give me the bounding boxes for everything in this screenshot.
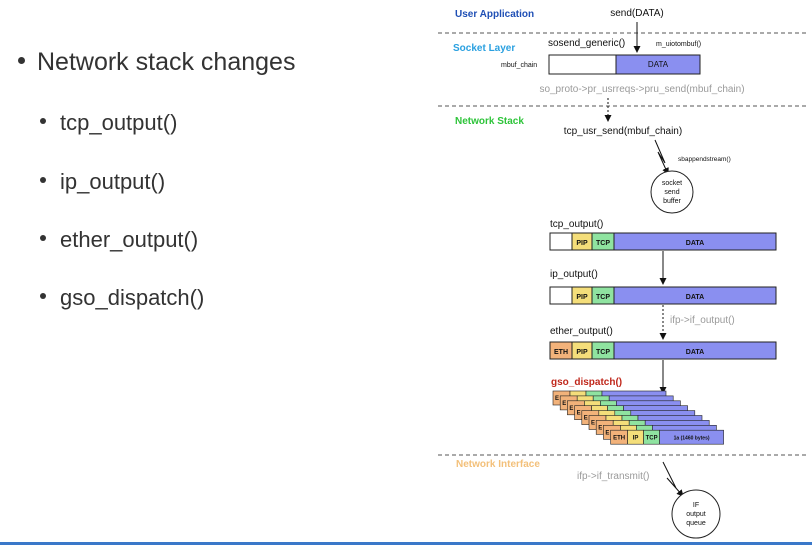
ip-output-empty <box>549 286 573 305</box>
layer-label-network-interface: Network Interface <box>456 459 540 470</box>
gso-segment-eth-label: ETH <box>613 436 625 442</box>
if-output-queue <box>671 489 721 539</box>
sock-buf-line: send <box>664 189 679 196</box>
socket-send-buffer <box>650 170 694 214</box>
bullet-list: Network stack changes tcp_output() ip_ou… <box>18 48 295 311</box>
mbuf-chain-label: mbuf_chain <box>501 62 537 69</box>
tcp-output-label: tcp_output() <box>550 219 603 230</box>
bullet-dot <box>40 118 46 125</box>
gso-segment-eth-stub: E <box>555 396 559 402</box>
bullet-main: Network stack changes <box>18 48 295 77</box>
gso-dispatch-label: gso_dispatch() <box>551 377 622 388</box>
ip-output-data-label: DATA <box>686 294 704 301</box>
bullet-sub-text: ether_output() <box>60 227 199 252</box>
ip-output-tcp-label: TCP <box>596 294 610 301</box>
sbappend-label: sbappendstream() <box>678 156 731 163</box>
tcp-usr-send-label: tcp_usr_send(mbuf_chain) <box>564 126 682 137</box>
gso-segment-ip-label: IP <box>633 436 639 442</box>
if-output-label: ifp->if_output() <box>670 315 735 326</box>
sosend-label: sosend_generic() <box>548 38 625 49</box>
ip-output-pip-label: PIP <box>576 294 588 301</box>
tcp-output-data-label: DATA <box>686 240 704 247</box>
gso-segment-eth-stub: E <box>562 401 566 407</box>
ether-output-pip-label: PIP <box>576 349 588 356</box>
if-queue-line: queue <box>686 520 706 527</box>
ether-output-data-label: DATA <box>686 349 704 356</box>
mbuf-data-label: DATA <box>648 60 669 69</box>
bullet-sub-text: ip_output() <box>60 169 166 194</box>
layer-label-user-app: User Application <box>455 9 534 20</box>
gso-segment-tcp-label: TCP <box>646 436 658 442</box>
if-transmit-label: ifp->if_transmit() <box>577 471 650 482</box>
bullet-dot <box>40 177 46 184</box>
ether-output-label: ether_output() <box>550 326 613 337</box>
mbuf-empty-box <box>548 54 617 75</box>
footer-rule <box>0 542 812 545</box>
bullet-sub-item: ip_output() <box>40 169 165 195</box>
gso-segment-payload <box>659 429 724 445</box>
mbuf-data-box <box>615 54 701 75</box>
bullet-sub-item: ether_output() <box>40 227 198 253</box>
if-queue-line: IF <box>693 502 699 509</box>
ip-output-label: ip_output() <box>550 269 598 280</box>
bullet-sub-item: tcp_output() <box>40 110 177 136</box>
bullet-dot <box>18 56 25 64</box>
ether-output-eth-label: ETH <box>554 349 568 356</box>
gso-segment-eth-stub: E <box>598 425 602 431</box>
bullet-main-text: Network stack changes <box>37 48 296 76</box>
ip-output-data <box>613 286 777 305</box>
bullet-sub-item: gso_dispatch() <box>40 285 204 311</box>
layer-label-network-stack: Network Stack <box>455 116 524 127</box>
if-transmit-zigzag-arrow <box>662 461 684 497</box>
layer-label-socket: Socket Layer <box>453 43 515 54</box>
gso-segment-eth-stub: E <box>584 416 588 422</box>
tcp-output-tcp-label: TCP <box>596 240 610 247</box>
tcp-output-pip-label: PIP <box>576 240 588 247</box>
sock-buf-line: socket <box>662 180 682 187</box>
uiotombuf-label: m_uiotombuf() <box>656 41 701 48</box>
send-call-label: send(DATA) <box>610 8 664 19</box>
if-queue-line: output <box>686 511 706 518</box>
bullet-dot <box>40 293 46 300</box>
ether-output-data <box>613 341 777 360</box>
gso-segment-eth-stub: E <box>591 421 595 427</box>
gso-segment-eth-stub: E <box>605 430 609 436</box>
bullet-dot <box>40 235 46 242</box>
gso-segment-eth-stub: E <box>569 406 573 412</box>
tcp-output-data <box>613 232 777 251</box>
tcp-output-empty <box>549 232 573 251</box>
gso-segment-eth-stub: E <box>577 411 581 417</box>
bullet-sub-text: gso_dispatch() <box>60 285 205 310</box>
bullet-sub-text: tcp_output() <box>60 110 178 135</box>
pru-send-label: so_proto->pr_usrreqs->pru_send(mbuf_chai… <box>539 84 744 95</box>
sbappend-zigzag-arrow <box>654 139 669 175</box>
sock-buf-line: buffer <box>663 198 681 205</box>
gso-segment-payload-label: 1a (1460 bytes) <box>674 436 710 442</box>
ether-output-tcp-label: TCP <box>596 349 610 356</box>
